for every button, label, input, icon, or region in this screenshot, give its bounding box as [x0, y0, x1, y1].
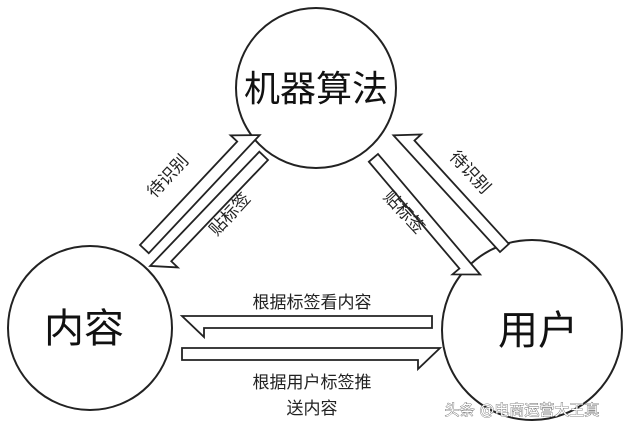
arrow-algorithm-to-user — [367, 152, 483, 276]
label-user-to-content: 根据标签看内容 — [253, 293, 372, 313]
label-content-to-user-line2: 送内容 — [287, 399, 338, 419]
watermark: 头条 @电商运营大王真 — [445, 401, 600, 419]
arrow-user-to-content — [179, 315, 433, 340]
node-user: 用户 — [441, 239, 623, 421]
node-algorithm: 机器算法 — [235, 7, 397, 169]
node-content-label: 内容 — [44, 306, 124, 352]
arrow-algorithm-to-content — [148, 150, 270, 269]
label-content-to-algorithm: 待识别 — [144, 151, 193, 202]
node-algorithm-label: 机器算法 — [244, 69, 388, 110]
arrow-user-to-algorithm — [391, 133, 511, 254]
node-content: 内容 — [7, 245, 173, 411]
node-user-label: 用户 — [498, 308, 578, 354]
arrow-content-to-algorithm — [138, 134, 262, 255]
label-content-to-user-line1: 根据用户标签推 — [253, 373, 372, 393]
arrow-content-to-user — [181, 347, 443, 372]
